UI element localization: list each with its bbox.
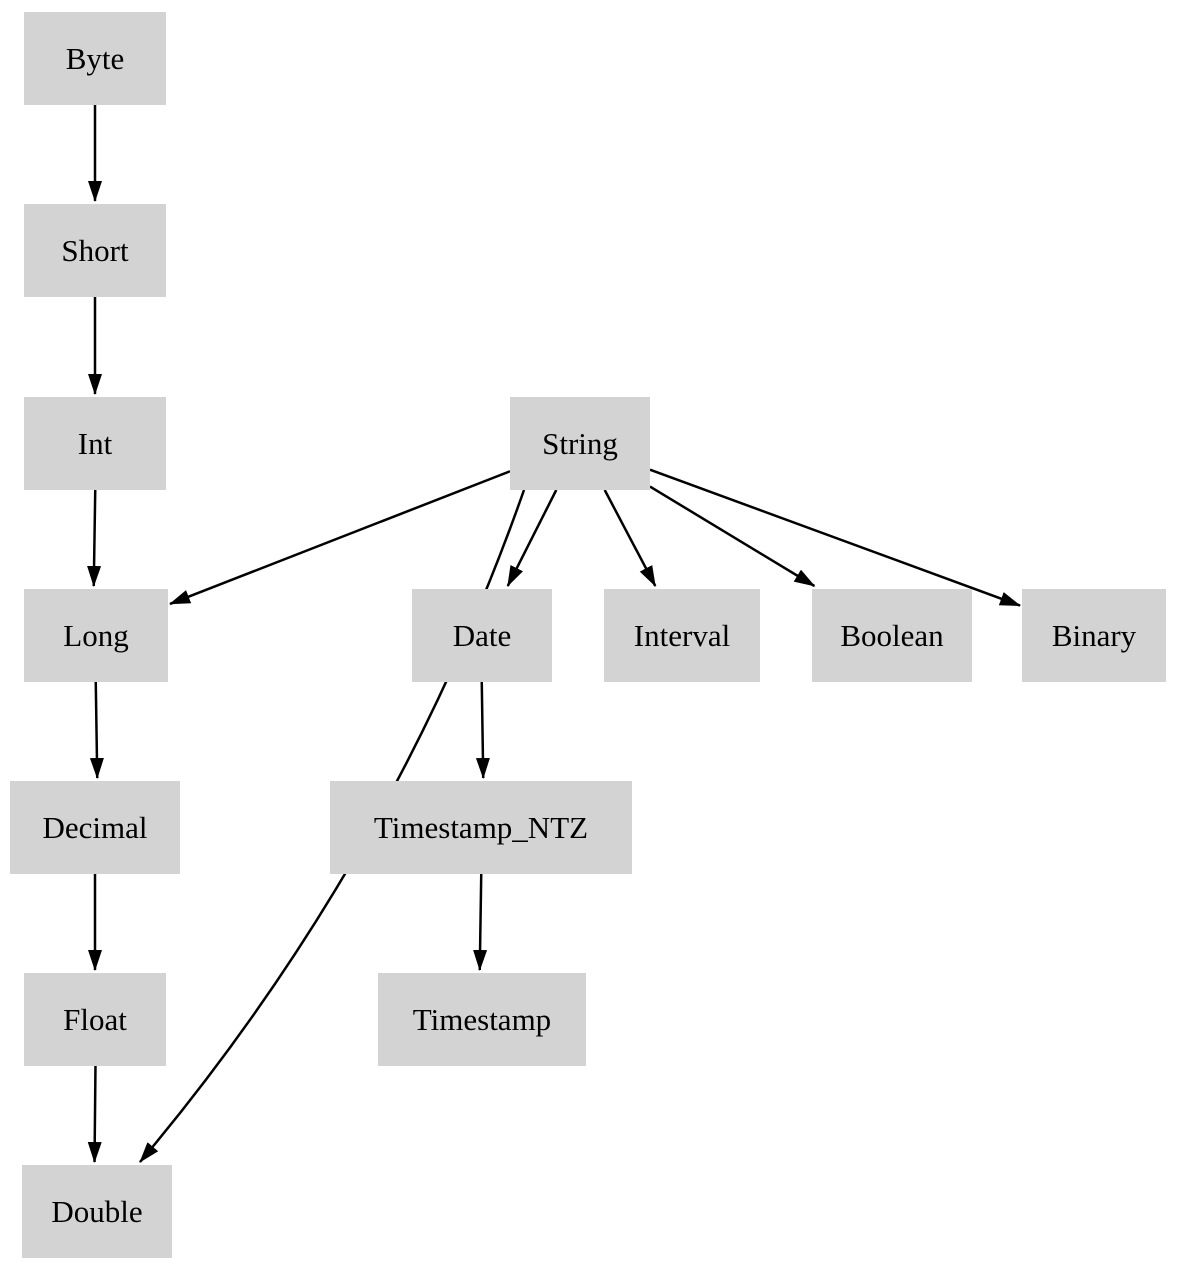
edge-timestamp_ntz-to-timestamp bbox=[473, 873, 488, 971]
edge-int-to-long bbox=[87, 489, 102, 587]
node-timestamp: Timestamp bbox=[378, 973, 586, 1066]
node-timestamp-ntz: Timestamp_NTZ bbox=[330, 781, 632, 874]
edge-string-to-interval bbox=[603, 489, 657, 587]
node-binary: Binary bbox=[1022, 589, 1166, 682]
node-long: Long bbox=[24, 589, 168, 682]
edge-long-to-decimal bbox=[89, 681, 104, 779]
node-byte: Byte bbox=[24, 12, 166, 105]
edge-date-to-timestamp_ntz bbox=[475, 681, 490, 779]
node-date: Date bbox=[412, 589, 552, 682]
node-float: Float bbox=[24, 973, 166, 1066]
node-int: Int bbox=[24, 397, 166, 490]
node-interval: Interval bbox=[604, 589, 760, 682]
node-boolean: Boolean bbox=[812, 589, 972, 682]
edge-string-to-date bbox=[506, 489, 558, 587]
node-decimal: Decimal bbox=[10, 781, 180, 874]
edge-string-to-boolean bbox=[649, 485, 816, 588]
edge-float-to-double bbox=[87, 1065, 102, 1163]
edge-string-to-binary bbox=[649, 468, 1021, 607]
node-string: String bbox=[510, 397, 650, 490]
node-short: Short bbox=[24, 204, 166, 297]
edge-string-to-long bbox=[169, 470, 511, 606]
node-double: Double bbox=[22, 1165, 172, 1258]
